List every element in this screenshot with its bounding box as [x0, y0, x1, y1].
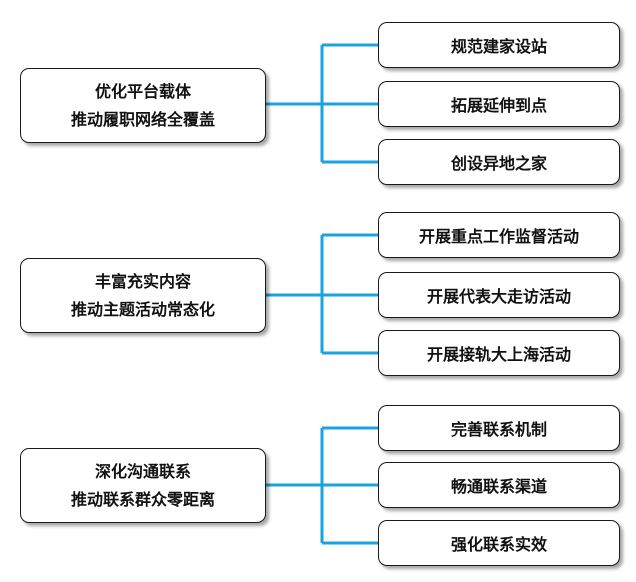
main-box-line-2: 推动履职网络全覆盖 — [70, 109, 215, 129]
sub-box: 开展接轨大上海活动 — [378, 330, 620, 376]
group-1-connectors — [266, 43, 378, 164]
sub-box: 规范建家设站 — [378, 22, 620, 68]
sub-box: 拓展延伸到点 — [378, 81, 620, 127]
sub-box: 开展代表大走访活动 — [378, 272, 620, 318]
main-box-platform: 优化平台载体 推动履职网络全覆盖 — [20, 68, 266, 143]
sub-box: 强化联系实效 — [378, 520, 620, 566]
group-3-connectors — [266, 426, 378, 545]
main-box-line-2: 推动主题活动常态化 — [70, 299, 215, 319]
main-box-communication: 深化沟通联系 推动联系群众零距离 — [20, 448, 266, 523]
group-2-connectors — [266, 233, 378, 355]
main-box-line-1: 深化沟通联系 — [94, 461, 191, 481]
sub-box: 畅通联系渠道 — [378, 462, 620, 508]
main-box-content: 丰富充实内容 推动主题活动常态化 — [20, 258, 266, 333]
main-box-line-1: 丰富充实内容 — [94, 271, 191, 291]
main-box-line-1: 优化平台载体 — [94, 81, 191, 101]
sub-box: 开展重点工作监督活动 — [378, 212, 620, 258]
sub-box: 创设异地之家 — [378, 139, 620, 185]
main-box-line-2: 推动联系群众零距离 — [70, 489, 215, 509]
sub-box: 完善联系机制 — [378, 405, 620, 451]
